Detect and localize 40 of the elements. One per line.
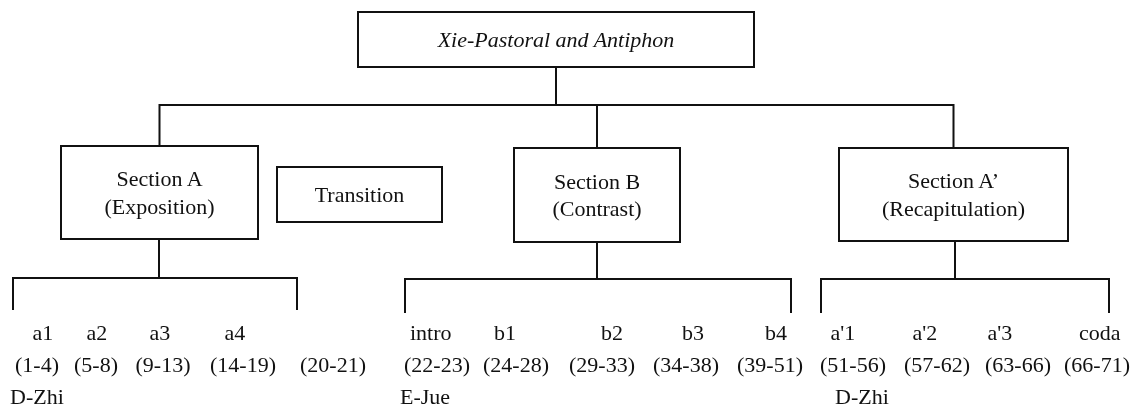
box-label: Section B (Contrast) bbox=[551, 167, 643, 223]
part-label: b1 bbox=[494, 322, 516, 344]
part-label: b4 bbox=[765, 322, 787, 344]
section-box bbox=[60, 145, 259, 240]
measure-range: (20-21) bbox=[300, 354, 366, 376]
part-label: a'1 bbox=[830, 322, 856, 344]
measure-range: (24-28) bbox=[483, 354, 549, 376]
measure-range: (5-8) bbox=[74, 354, 118, 376]
measure-range: (39-51) bbox=[737, 354, 803, 376]
part-label: b2 bbox=[601, 322, 623, 344]
measure-range: (9-13) bbox=[135, 354, 191, 376]
part-label: coda bbox=[1079, 322, 1121, 344]
part-label: a1 bbox=[32, 322, 54, 344]
box-label: Section A (Exposition) bbox=[103, 165, 216, 220]
part-label: b3 bbox=[682, 322, 704, 344]
box-label: Section A’ (Recapitulation) bbox=[881, 167, 1026, 222]
mode-label: D-Zhi bbox=[835, 386, 889, 408]
transition-box bbox=[276, 166, 443, 223]
part-label: a3 bbox=[149, 322, 171, 344]
part-label: a'2 bbox=[912, 322, 938, 344]
measure-range: (29-33) bbox=[569, 354, 635, 376]
mode-label: E-Jue bbox=[400, 386, 451, 408]
box-label: Xie-Pastoral and Antiphon bbox=[437, 25, 675, 54]
measure-range: (57-62) bbox=[904, 354, 970, 376]
measure-range: (22-23) bbox=[404, 354, 470, 376]
title-box bbox=[357, 11, 755, 68]
section-box bbox=[513, 147, 681, 243]
box-label: Transition bbox=[314, 180, 405, 209]
part-label: a4 bbox=[224, 322, 246, 344]
measure-range: (51-56) bbox=[820, 354, 886, 376]
part-label: a2 bbox=[86, 322, 108, 344]
section-box bbox=[838, 147, 1069, 242]
mode-label: D-Zhi bbox=[10, 386, 64, 408]
measure-range: (34-38) bbox=[653, 354, 719, 376]
measure-range: (1-4) bbox=[15, 354, 59, 376]
part-label: intro bbox=[410, 322, 452, 344]
measure-range: (63-66) bbox=[985, 354, 1051, 376]
part-label: a'3 bbox=[987, 322, 1013, 344]
measure-range: (14-19) bbox=[210, 354, 276, 376]
measure-range: (66-71) bbox=[1064, 354, 1130, 376]
